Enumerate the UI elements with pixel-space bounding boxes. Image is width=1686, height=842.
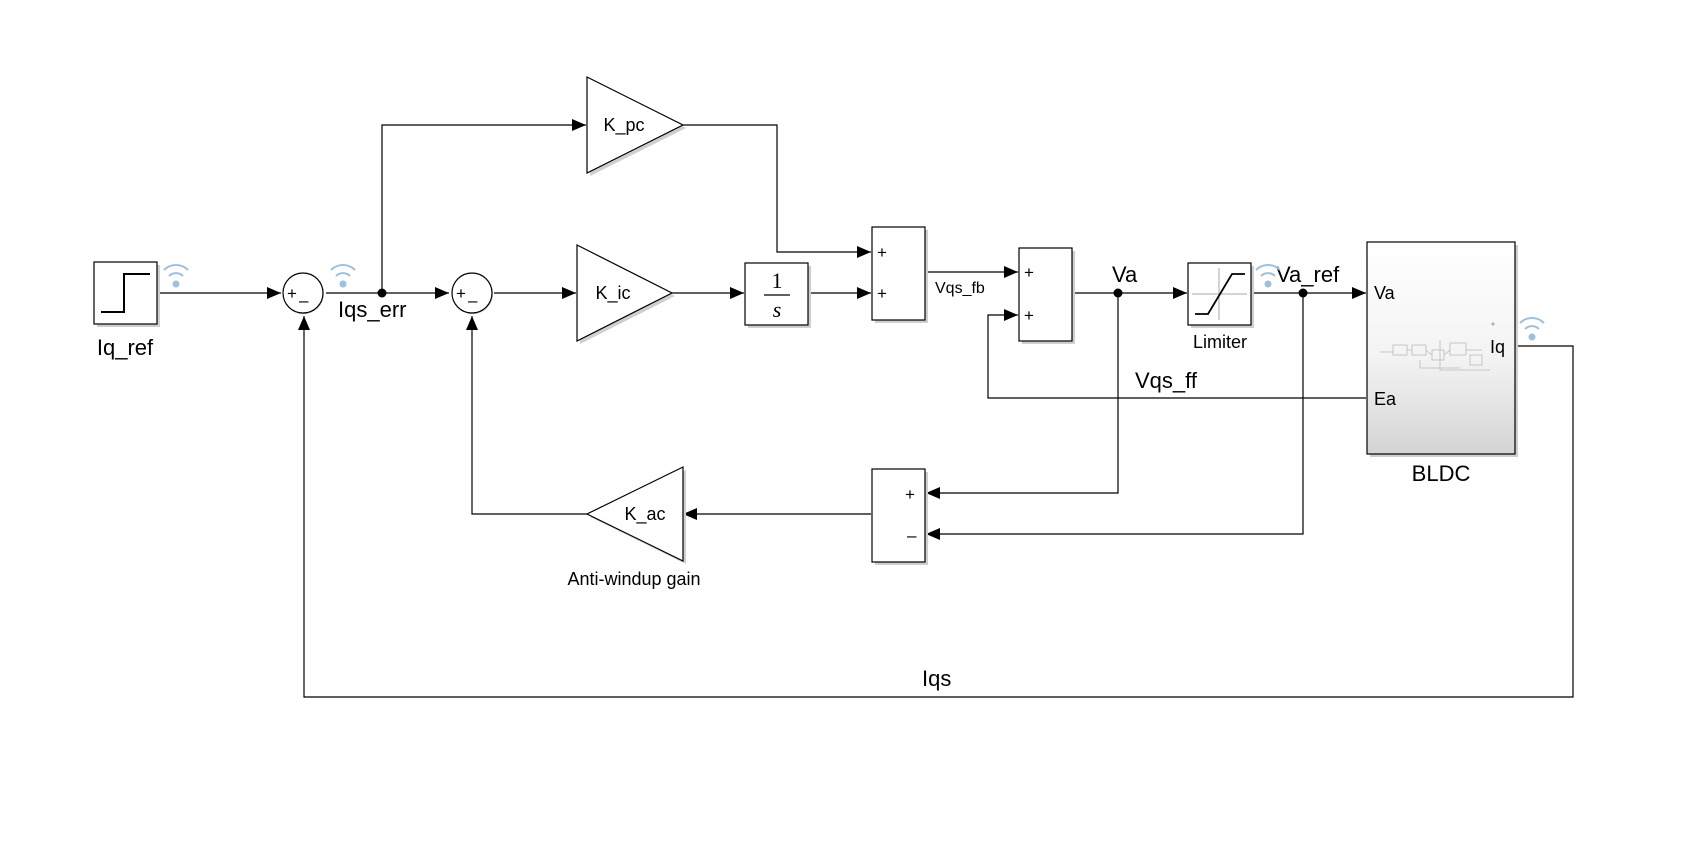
bldc-port-ea: Ea	[1374, 389, 1397, 409]
wire-to-kpc[interactable]	[381, 119, 586, 293]
gain-kpc-label: K_pc	[603, 115, 644, 136]
gain-kac-caption: Anti-windup gain	[567, 569, 700, 589]
wire-va-ref-branch[interactable]	[926, 293, 1304, 540]
signal-wires	[157, 119, 1574, 698]
sum4-sign-bottom: +	[1024, 306, 1034, 325]
wire-iqs[interactable]	[298, 316, 1574, 698]
sum3-block[interactable]: + +	[871, 226, 928, 323]
sum2-block[interactable]: + –	[451, 272, 493, 314]
bldc-port-va: Va	[1374, 283, 1396, 303]
limiter-block[interactable]: Limiter	[1187, 262, 1254, 352]
signal-label-vqs-fb: Vqs_fb	[935, 280, 985, 297]
step-label: Iq_ref	[97, 335, 154, 360]
branch-points	[377, 288, 1308, 298]
gain-kic-block[interactable]: K_ic	[576, 244, 675, 344]
sum3-sign-bottom: +	[877, 284, 887, 303]
bldc-port-iq: Iq	[1490, 337, 1505, 357]
sum5-sign-minus: –	[907, 526, 917, 545]
subsystem-preview-icon	[1380, 340, 1490, 371]
saturation-icon	[1195, 273, 1245, 315]
branch-point-va	[1113, 288, 1123, 298]
bldc-subsystem-block[interactable]: Va Ea Iq BLDC	[1366, 241, 1518, 486]
sum2-sign-minus: –	[468, 291, 478, 310]
gain-kpc-block[interactable]: K_pc	[586, 76, 686, 176]
sum3-sign-top: +	[877, 243, 887, 262]
gain-kac-block[interactable]: K_ac Anti-windup gain	[567, 466, 701, 589]
signal-logging-icon-va-ref[interactable]	[1255, 264, 1281, 288]
signal-label-va-ref: Va_ref	[1276, 262, 1340, 287]
signal-label-va: Va	[1112, 262, 1138, 287]
gain-kic-label: K_ic	[595, 283, 630, 304]
sum1-sign-minus: –	[299, 291, 309, 310]
sum4-block[interactable]: + +	[1018, 247, 1075, 344]
signal-label-iqs-err: Iqs_err	[338, 297, 406, 322]
limiter-label: Limiter	[1193, 332, 1247, 352]
signal-logging-icon-iq[interactable]	[1519, 317, 1545, 341]
wire-vqs-ff[interactable]	[987, 309, 1366, 399]
signal-label-iqs: Iqs	[922, 666, 951, 691]
branch-point-va-ref	[1298, 288, 1308, 298]
integrator-numerator: 1	[772, 268, 783, 293]
integrator-block[interactable]: 1 s	[744, 262, 811, 328]
sum2-sign-plus: +	[456, 284, 466, 303]
sum1-sign-plus: +	[287, 284, 297, 303]
step-block[interactable]: Iq_ref	[93, 261, 160, 360]
bldc-label: BLDC	[1412, 461, 1471, 486]
sum5-block[interactable]: + –	[871, 468, 928, 565]
sum4-sign-top: +	[1024, 263, 1034, 282]
wire-kac-out[interactable]	[466, 316, 588, 515]
sum1-block[interactable]: + –	[282, 272, 324, 314]
branch-point-iqs-err	[377, 288, 387, 298]
signal-label-vqs-ff: Vqs_ff	[1135, 368, 1198, 393]
sum5-sign-plus: +	[905, 485, 915, 504]
signal-logging-icon-iq-ref[interactable]	[163, 264, 189, 288]
integrator-denominator: s	[773, 297, 782, 322]
wire-va-branch[interactable]	[926, 293, 1119, 499]
step-icon	[101, 273, 150, 313]
signal-logging-icon-iqs-err[interactable]	[330, 264, 356, 288]
wire-kpc-out[interactable]	[683, 124, 871, 258]
gain-kac-label: K_ac	[624, 504, 665, 525]
